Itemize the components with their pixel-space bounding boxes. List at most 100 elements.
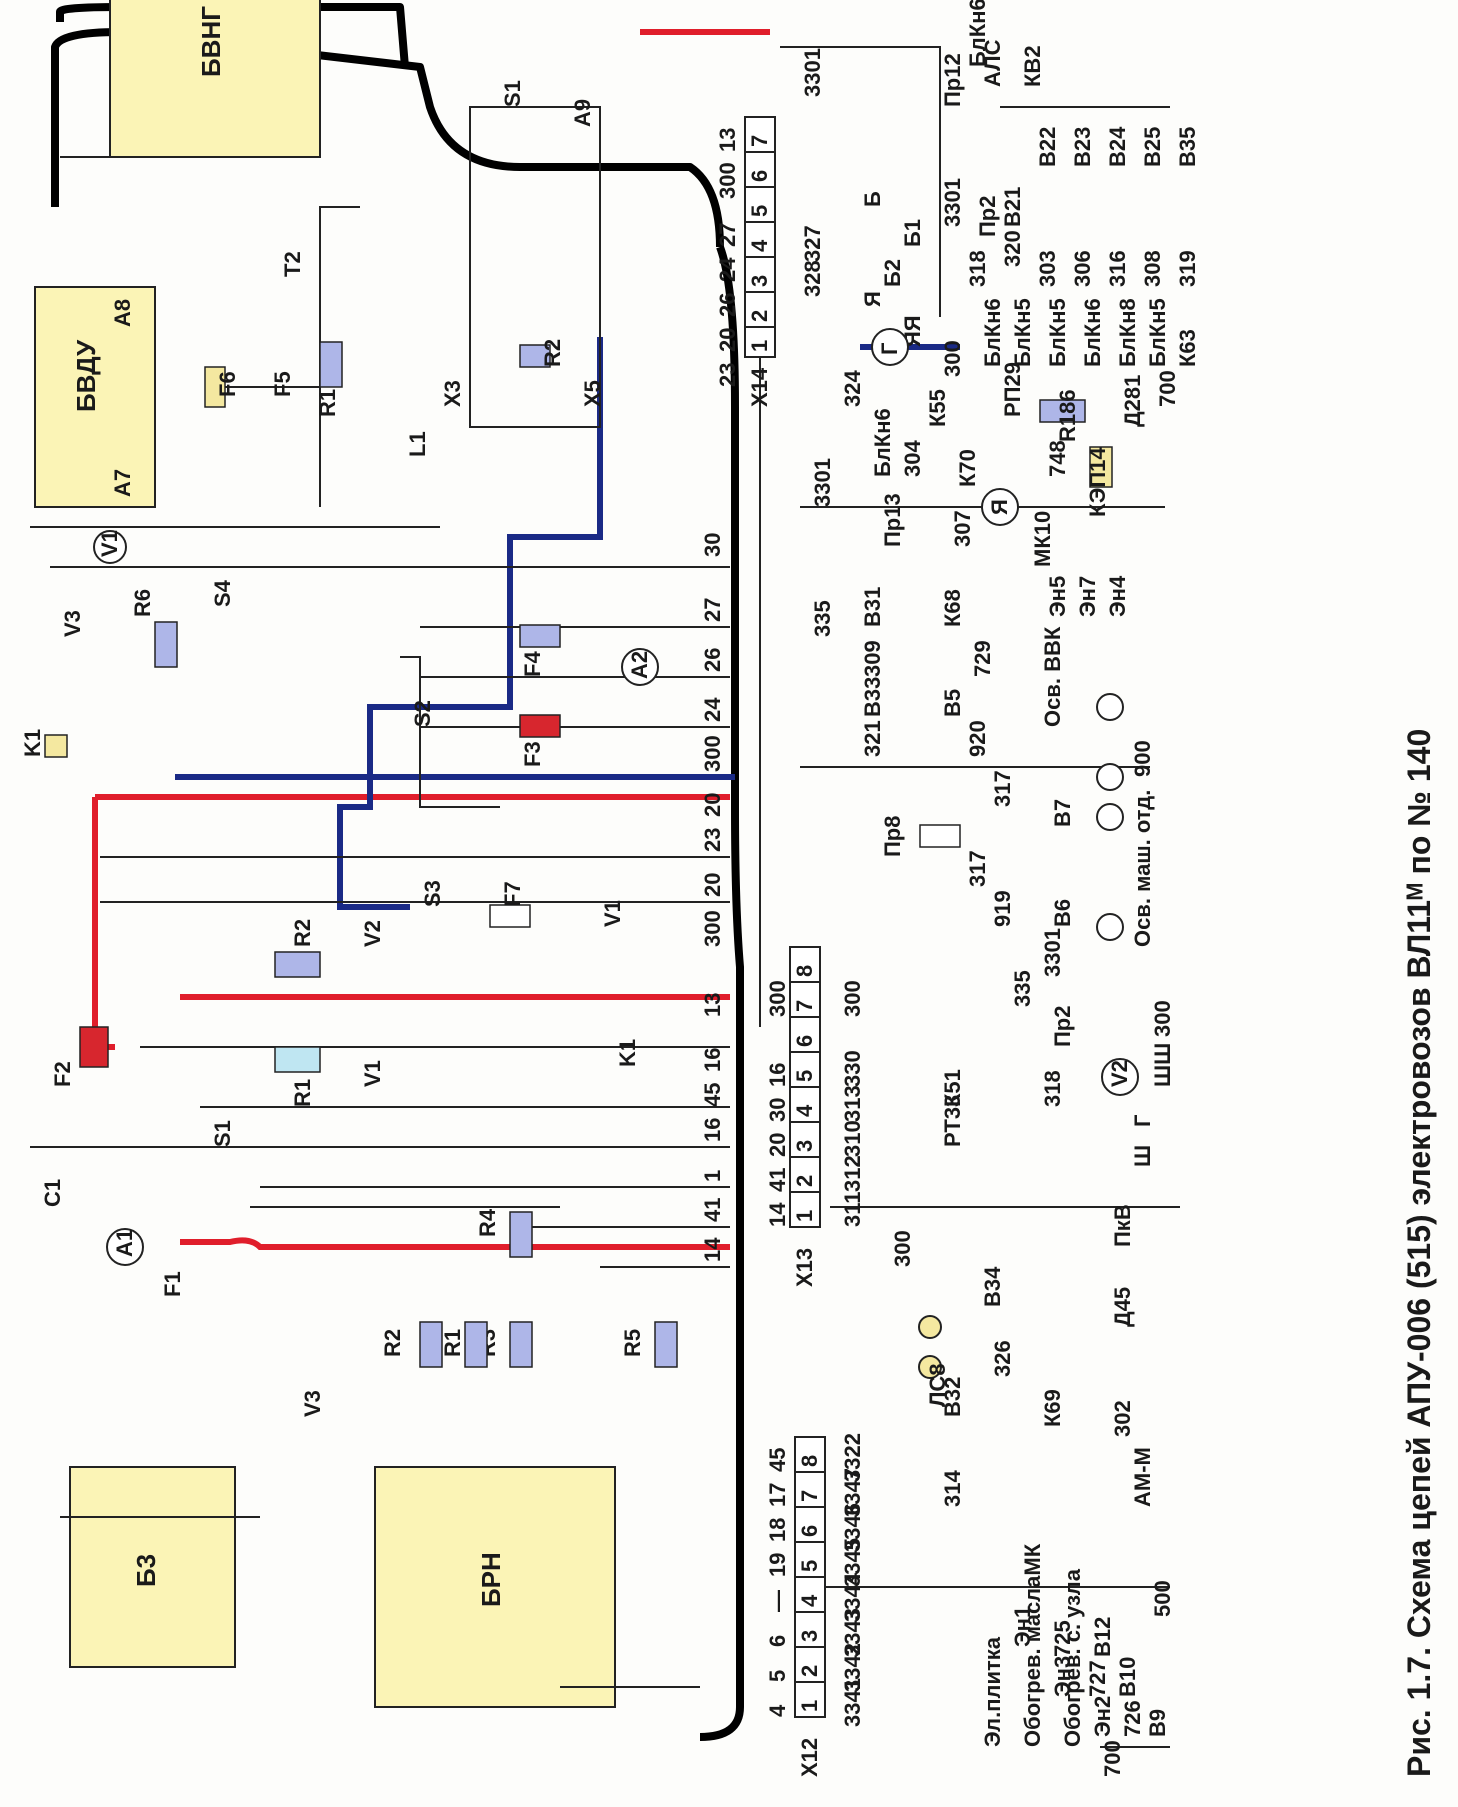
x13-wire-20: 20: [765, 1133, 790, 1157]
x12-wire-dash: —: [765, 1590, 790, 1612]
rb-62: 500: [1150, 1580, 1175, 1617]
voltmeter-v2: [1101, 1058, 1139, 1096]
x12-wire-19: 19: [765, 1553, 790, 1577]
thick-bundle-main: [699, 245, 745, 1741]
bus-14: 14: [700, 1237, 725, 1262]
relay-k1: [44, 734, 68, 758]
rb-53: РТ33: [940, 1095, 965, 1147]
generator-g: [871, 328, 909, 366]
fuse-f3: [519, 714, 561, 738]
rt-blkn6: БлКн6: [965, 0, 990, 67]
bus-20: 20: [700, 793, 725, 817]
x14-pin-label-1: 1: [747, 340, 772, 352]
wire-s2: [400, 656, 500, 808]
label-f2: F2: [50, 1061, 75, 1087]
bus-30: 30: [700, 533, 725, 557]
resistor-r3: [509, 1321, 533, 1368]
lamp-3: [1096, 803, 1124, 831]
label-r1: R1: [290, 1079, 315, 1107]
rb-37: 920: [965, 720, 990, 757]
rb-27: В31: [860, 587, 885, 627]
label-f7: F7: [500, 881, 525, 907]
x12-out-3343: 3343: [840, 1608, 865, 1657]
label-v3b: V3: [300, 1390, 325, 1417]
rb-11: Г: [877, 342, 902, 355]
bus-41: 41: [700, 1198, 725, 1222]
label-r1c: R1: [440, 1329, 465, 1357]
label-c1: C1: [40, 1179, 65, 1207]
rb-66: 326: [990, 1340, 1015, 1377]
label-k1-mid: K1: [615, 1039, 640, 1067]
caption-body: Схема цепей АПУ-006 (515) электровозов В…: [1401, 729, 1437, 1638]
label-r4: R4: [475, 1208, 500, 1237]
x14-pin-7: [744, 116, 776, 153]
x12-pin-label-5: 5: [797, 1560, 822, 1572]
rb-3: БлКн6: [1080, 298, 1105, 367]
rb-35: В5: [940, 689, 965, 717]
block-bvng: БВНГ: [109, 0, 321, 158]
label-s3: S3: [420, 880, 445, 907]
x12-out-3341: 3341: [840, 1678, 865, 1727]
label-s1: S1: [210, 1120, 235, 1147]
label-f6: F6: [215, 371, 240, 397]
rb-28: К68: [940, 589, 965, 627]
x14-label: X14: [747, 367, 772, 407]
rt-v22: В22: [1035, 127, 1060, 167]
rb-63: 302: [1110, 1400, 1135, 1437]
heater-1-en: Эн3: [1050, 1656, 1075, 1697]
heater-0-wire: 725: [1050, 1620, 1075, 1657]
x12-wire-18: 18: [765, 1518, 790, 1542]
x13-pin-label-3: 3: [792, 1140, 817, 1152]
block-b3: Б3: [69, 1466, 236, 1668]
bus-16b: 16: [700, 1118, 725, 1142]
ammeter-a2: [621, 648, 659, 686]
rb-8: 324: [840, 370, 865, 407]
label-l1: L1: [405, 431, 430, 457]
label-r2b: R2: [540, 339, 565, 367]
rb-15: РП29: [1000, 362, 1025, 417]
x13-out-300: 300: [840, 980, 865, 1017]
figure-caption: Рис. 1.7. Схема цепей АПУ-006 (515) элек…: [1401, 729, 1437, 1777]
x13-out-311: 311: [840, 1192, 865, 1228]
rb-57: Г: [1130, 1114, 1155, 1127]
rb-68: 314: [940, 1470, 965, 1507]
label-f3: F3: [520, 741, 545, 767]
rb-34: В33: [860, 677, 885, 717]
label-x3: X3: [440, 380, 465, 407]
rb-41: 317: [965, 850, 990, 887]
rb-58: ШШ: [1150, 1043, 1175, 1087]
label-700: 700: [1100, 1740, 1125, 1777]
rb-32: Эн7: [1075, 576, 1100, 617]
resistor-r4: [509, 1211, 533, 1258]
bus-45: 45: [700, 1083, 725, 1107]
x13-pin-label-4: 4: [792, 1104, 817, 1117]
label-f1: F1: [160, 1271, 185, 1297]
resistor-r1c: [464, 1321, 488, 1368]
x14-wire-27: 27: [715, 223, 740, 247]
x12-pin-label-6: 6: [797, 1525, 822, 1537]
x14-pin-label-3: 3: [747, 275, 772, 287]
bus-300: 300: [700, 735, 725, 772]
rt-b1: Б1: [900, 219, 925, 247]
rb-50: Пр2: [1050, 1006, 1075, 1048]
label-k1: K1: [20, 729, 45, 757]
connector-x14: 7 6 5 4 3 2 1 X14: [744, 116, 776, 407]
motor-ya: [981, 488, 1019, 526]
caption-label: Рис. 1.7.: [1401, 1647, 1437, 1777]
rb-48: 3301: [1040, 928, 1065, 977]
block-bvng-label: БВНГ: [196, 6, 226, 77]
bus-27: 27: [700, 598, 725, 622]
heater-2-name: Обогрев. с. узла: [1060, 1568, 1085, 1747]
rb-47: 335: [810, 600, 835, 637]
x12-wire-17: 17: [765, 1483, 790, 1507]
rt-320: 320: [1000, 230, 1025, 267]
resistor-r1: [274, 1046, 321, 1073]
rb-59: ПкВ: [1110, 1204, 1135, 1247]
block-bvdu: БВДУ A7 A8: [34, 286, 156, 508]
resistor-r1b: [319, 341, 343, 388]
heater-1-wire: 727: [1085, 1660, 1110, 1697]
rb-14: R186: [1055, 389, 1080, 442]
label-v2: V2: [360, 920, 385, 947]
fuse-f4: [519, 624, 561, 648]
block-bvng-rect: [109, 0, 321, 158]
